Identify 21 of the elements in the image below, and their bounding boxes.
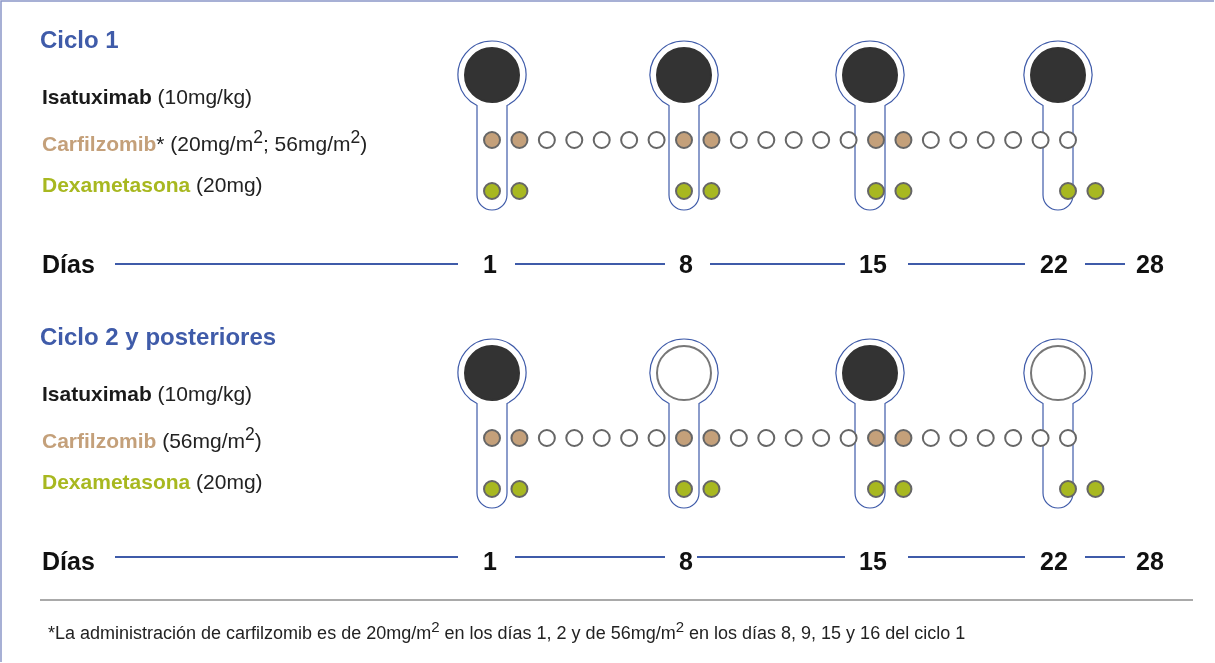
drug-label: Isatuximab (10mg/kg) (42, 381, 253, 407)
day-number: 1 (483, 546, 497, 576)
drug-label: Carfilzomib (56mg/m$^{2}$) (42, 424, 262, 454)
drug-label: Dexametasona (20mg) (42, 172, 263, 198)
day-number: 8 (679, 249, 693, 279)
drug-label: Dexametasona (20mg) (42, 469, 263, 495)
day-number: 15 (859, 546, 887, 576)
cycle-heading: Ciclo 1 (40, 26, 119, 55)
day-number: 1 (483, 249, 497, 279)
footnote: *La administración de carfilzomib es de 20mg/m$^{2}$ en los días 1, 2 y de 56mg/m$^{2}$ en los días 8, 9, 15 y 16 del ciclo 1 (48, 618, 966, 645)
day-number: 28 (1136, 249, 1164, 279)
day-number: 22 (1040, 249, 1068, 279)
axis-label: Días (42, 546, 95, 576)
drug-label: Carfilzomib* (20mg/m$^{2}$; 56mg/m$^{2}$) (42, 127, 368, 157)
cycle-heading: Ciclo 2 y posteriores (40, 323, 277, 352)
day-number: 28 (1136, 546, 1164, 576)
day-number: 15 (859, 249, 887, 279)
drug-label: Isatuximab (10mg/kg) (42, 84, 253, 110)
day-number: 22 (1040, 546, 1068, 576)
axis-label: Días (42, 249, 95, 279)
day-number: 8 (679, 546, 693, 576)
